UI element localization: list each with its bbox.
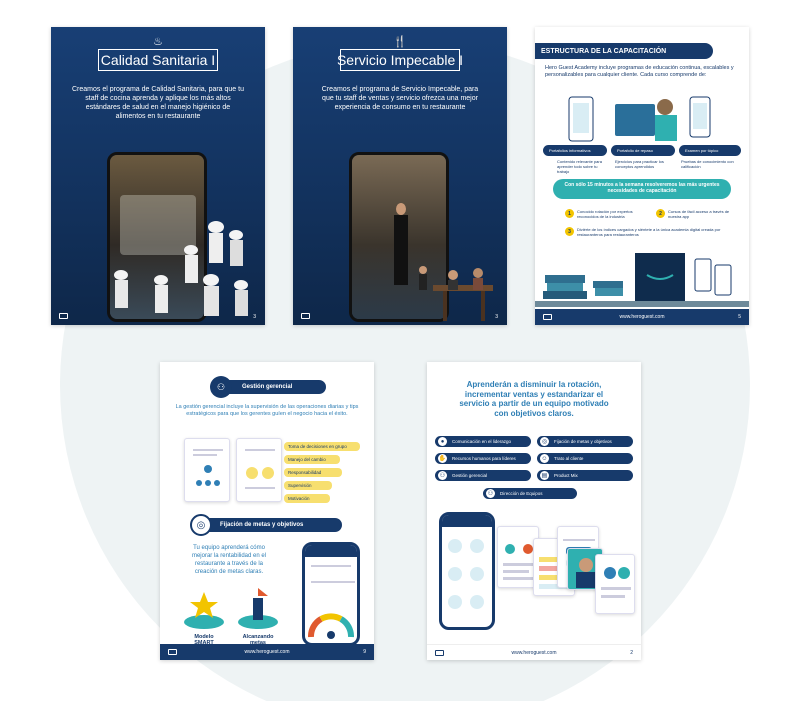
topic-left-2[interactable]: ✋ Recursos humanos para líderes	[435, 453, 531, 464]
target-icon: ◎	[540, 437, 549, 446]
topic-center-label: Dirección de Equipos	[500, 491, 543, 496]
topic-left-1[interactable]: ● Comunicación en el liderazgo	[435, 436, 531, 447]
page3-intro: Hero Guest Academy incluye programas de …	[545, 65, 734, 78]
page1-title: Calidad Sanitaria I	[98, 49, 218, 71]
course-devices-illustration	[568, 96, 711, 142]
page2-number: 3	[495, 314, 498, 320]
page1-number: 3	[253, 314, 256, 320]
page3-url: www.heroguest.com	[619, 314, 665, 320]
org-card-1	[184, 438, 230, 502]
topic-right-1-label: Fijación de metas y objetivos	[554, 439, 612, 444]
page5-number: 2	[630, 649, 633, 656]
target-icon: ◎	[190, 514, 212, 536]
page-aprenderan: Aprenderán a disminuir la rotación, incr…	[427, 362, 641, 660]
team-icon: ⚇	[486, 489, 495, 498]
page3-footer: www.heroguest.com 5	[535, 309, 749, 325]
topic-left-2-label: Recursos humanos para líderes	[452, 456, 516, 461]
point-2-number: 2	[656, 209, 665, 218]
model2-label: Alcanzando metas	[242, 634, 274, 646]
footer-logo-icon	[59, 313, 68, 319]
page1-intro: Creamos el programa de Calidad Sanitaria…	[72, 86, 244, 120]
restaurant-tables-illustration	[419, 266, 493, 321]
smile-icon: ☺	[540, 454, 549, 463]
page4-footer: www.heroguest.com 9	[160, 644, 374, 660]
page1-phone-image	[107, 152, 207, 322]
page4-number: 9	[363, 649, 366, 655]
page2-footer: 3	[293, 309, 507, 325]
footer-logo-icon	[301, 313, 310, 319]
chart-icon: ▤	[540, 471, 549, 480]
page2-phone-image	[349, 152, 449, 322]
point-3-text: Diviérte de los índices cargados y siént…	[577, 227, 721, 237]
topic-center[interactable]: ⚇ Dirección de Equipos	[483, 488, 577, 499]
page-servicio-impecable: 🍴 Servicio Impecable I Creamos el progra…	[293, 27, 507, 325]
page4-url: www.heroguest.com	[244, 649, 290, 655]
column-text-3: Pruebas de conocimiento con calificación	[681, 159, 734, 169]
page5-url: www.heroguest.com	[511, 649, 557, 656]
cutlery-logo-icon: 🍴	[393, 36, 407, 48]
point-3-number: 3	[565, 227, 574, 236]
tag-5: Motivación	[284, 494, 330, 503]
page5-footer: www.heroguest.com 2	[427, 644, 641, 660]
column-title-2: Portafolio de repaso	[611, 145, 675, 156]
page-calidad-sanitaria: ♨ Calidad Sanitaria I Creamos el program…	[51, 27, 265, 325]
topic-left-3[interactable]: ⚇ Gestión gerencial	[435, 470, 531, 481]
goals-illustration	[184, 588, 278, 629]
footer-logo-icon	[168, 649, 177, 655]
topic-right-3-label: Product Mix	[554, 473, 578, 478]
topic-right-2[interactable]: ☺ Trato al cliente	[537, 453, 633, 464]
page-gestion-gerencial: ⚇ Gestión gerencial La gestión gerencial…	[160, 362, 374, 660]
column-title-3: Examen por tópico	[679, 145, 741, 156]
tag-1: Toma de decisiones en grupo	[284, 442, 360, 451]
chefs-illustration	[114, 221, 248, 316]
column-text-1: Contenido relevante para aprender todo s…	[557, 159, 602, 174]
page2-title: Servicio Impecable I	[337, 49, 463, 71]
page5-phone	[439, 512, 495, 630]
org-card-2	[236, 438, 282, 502]
page2-intro: Creamos el programa de Servicio Impecabl…	[321, 86, 479, 111]
topic-right-3[interactable]: ▤ Product Mix	[537, 470, 633, 481]
point-2-text: Cursos de fácil acceso a través de nuest…	[668, 209, 730, 219]
topic-right-1[interactable]: ◎ Fijación de metas y objetivos	[537, 436, 633, 447]
page3-number: 5	[738, 314, 741, 320]
section2-title: Fijación de metas y objetivos	[202, 518, 342, 532]
model1-label: Modelo SMART	[194, 634, 214, 646]
topic-left-3-label: Gestión gerencial	[452, 473, 488, 478]
books-devices-illustration	[535, 253, 749, 307]
org-chart-icon: ⚇	[210, 376, 232, 398]
page5-heading: Aprenderán a disminuir la rotación, incr…	[459, 380, 609, 418]
page3-header: ESTRUCTURA DE LA CAPACITACIÓN	[535, 43, 713, 59]
chef-logo-icon: ♨	[153, 36, 163, 48]
footer-logo-icon	[435, 649, 444, 656]
column-text-2: Ejercicios para practicar los conceptos …	[615, 159, 664, 169]
quiz-card-1	[497, 526, 539, 588]
page4-phone	[302, 542, 360, 646]
topic-right-2-label: Trato al cliente	[554, 456, 584, 461]
page4-intro: La gestión gerencial incluye la supervis…	[175, 404, 359, 417]
chat-icon: ●	[438, 437, 447, 446]
topic-left-1-label: Comunicación en el liderazgo	[452, 439, 512, 444]
handshake-icon: ✋	[438, 454, 447, 463]
section1-title: Gestión gerencial	[222, 380, 326, 394]
tag-4: Supervisión	[284, 481, 332, 490]
page1-footer: 3	[51, 309, 265, 325]
footer-logo-icon	[543, 314, 552, 320]
goal-text: Tu equipo aprenderá cómo mejorar la rent…	[191, 545, 267, 575]
people-icon: ⚇	[438, 471, 447, 480]
tag-3: Responsabilidad	[284, 468, 342, 477]
page-estructura: ESTRUCTURA DE LA CAPACITACIÓN Hero Guest…	[535, 27, 749, 325]
point-1-number: 1	[565, 209, 574, 218]
tag-2: Manejo del cambio	[284, 455, 340, 464]
page3-highlight: Con sólo 15 minutos a la semana resolver…	[553, 179, 731, 199]
point-1-text: Conocido rotación por expertos reconocid…	[577, 209, 633, 219]
quiz-card-5	[595, 554, 635, 614]
column-title-1: Portafolios informativos	[543, 145, 607, 156]
